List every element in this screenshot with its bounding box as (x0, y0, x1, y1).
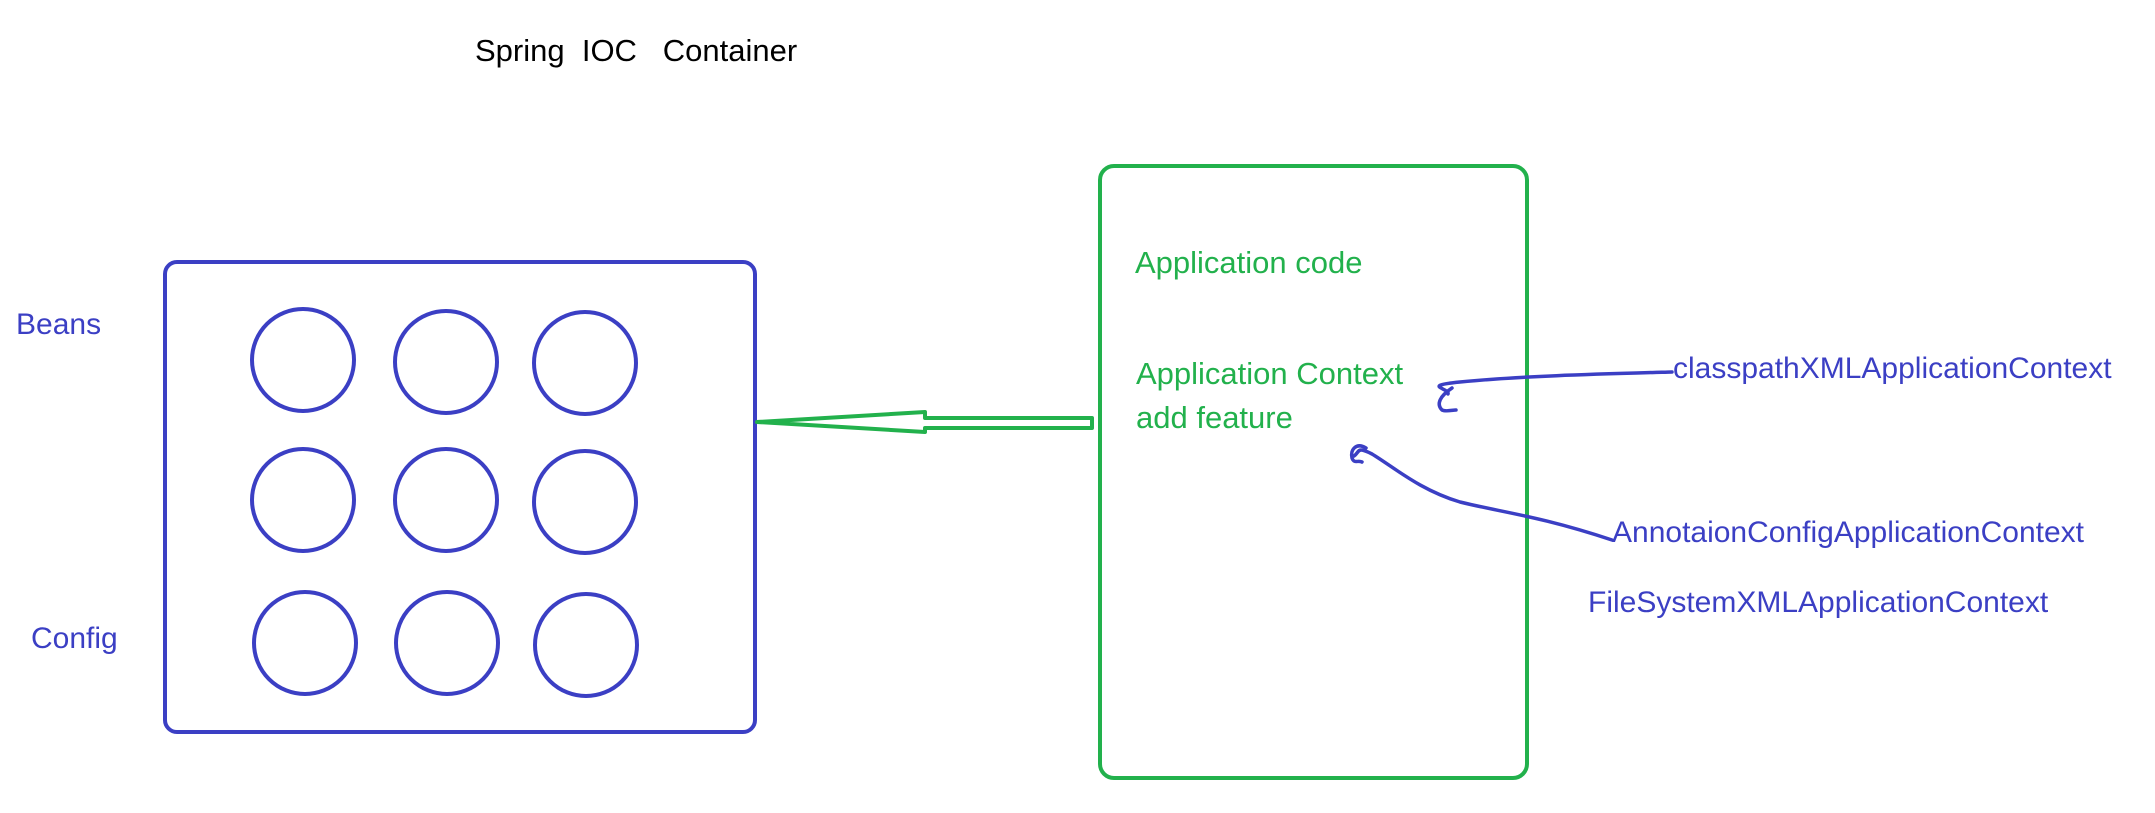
ioc-container-box (163, 260, 757, 734)
bean-circle (250, 307, 356, 413)
add-feature-text: add feature (1136, 400, 1293, 435)
classpath-arrow (1437, 370, 1674, 396)
application-context-text: Application Context (1136, 356, 1403, 391)
beans-label: Beans (16, 308, 101, 341)
filesystem-context-label: FileSystemXMLApplicationContext (1588, 586, 2049, 619)
bean-circle (252, 590, 358, 696)
bean-circle (532, 449, 638, 555)
classpath-context-label: classpathXMLApplicationContext (1673, 352, 2112, 385)
green-arrow (755, 410, 1094, 434)
application-code-text: Application code (1135, 245, 1363, 280)
annotation-arrow (1352, 448, 1614, 542)
bean-circle (532, 310, 638, 416)
annotation-arrowhead (1349, 444, 1368, 464)
application-box (1098, 164, 1529, 780)
bean-circle (533, 592, 639, 698)
annotation-context-label: AnnotaionConfigApplicationContext (1612, 516, 2085, 549)
bean-circle (394, 590, 500, 696)
classpath-arrowhead (1437, 386, 1458, 413)
bean-circles (250, 307, 639, 698)
config-label: Config (31, 622, 118, 655)
bean-circle (393, 309, 499, 415)
bean-circle (250, 447, 356, 553)
bean-circle (393, 447, 499, 553)
diagram-title: Spring IOC Container (475, 33, 797, 68)
